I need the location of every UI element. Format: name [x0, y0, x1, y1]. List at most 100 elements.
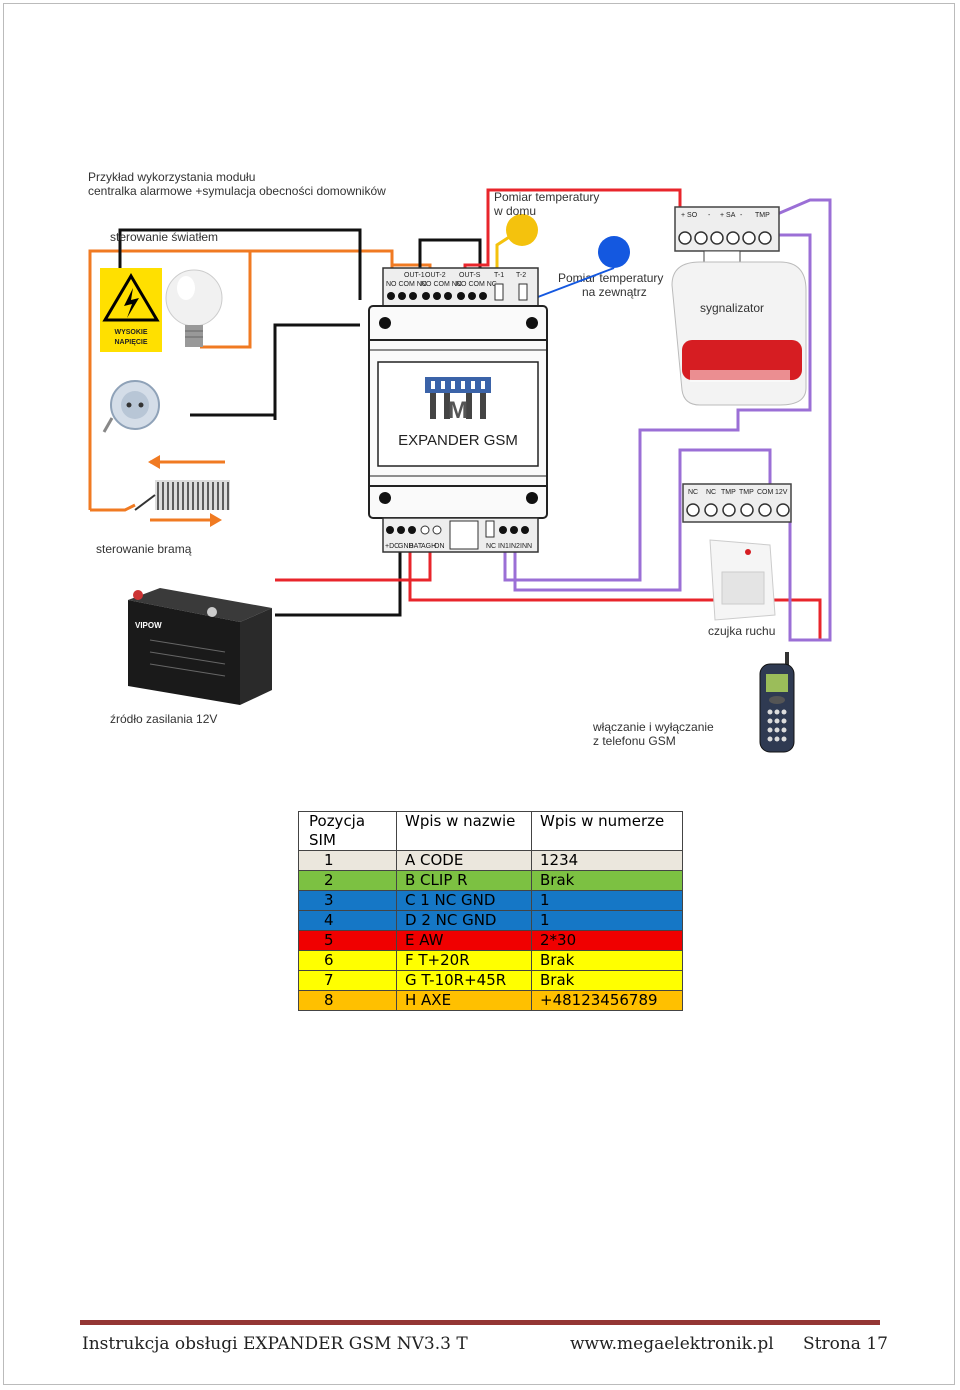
terminal-t1: T-1 — [494, 272, 504, 279]
terminal-sub-2: NO COM NC — [421, 281, 462, 288]
sensor-terminal-12v: 12V — [775, 489, 788, 496]
module-logo: M — [448, 397, 468, 424]
table-row: 7 G T-10R+45R Brak — [298, 970, 683, 991]
sensor-terminal-tmp1: TMP — [721, 489, 736, 496]
terminal-sub-3: NO COM NC — [456, 281, 497, 288]
siren-icon: + SO - + SA - TMP sygnalizator — [671, 206, 807, 406]
cell-position: 7 — [298, 970, 397, 991]
table-row: 4 D 2 NC GND 1 — [298, 910, 683, 931]
footer-page-number: Strona 17 — [803, 1334, 888, 1354]
gate-control-label: sterowanie bramą — [96, 542, 192, 556]
indoor-temperature-sensor-icon — [506, 214, 538, 246]
cell-position: 1 — [298, 850, 397, 871]
outdoor-temperature-sensor-icon — [598, 236, 630, 268]
terminal-dc: +DC — [385, 543, 399, 550]
terminal-sub-1: NO COM NC — [386, 281, 427, 288]
light-control-label: sterowanie światłem — [110, 230, 218, 244]
temp-outside-label-1: Pomiar temperatury — [558, 271, 663, 285]
purple-wires — [503, 198, 832, 642]
temp-home-label-1: Pomiar temperatury — [494, 190, 599, 204]
gsm-label-2: z telefonu GSM — [593, 734, 676, 748]
table-row: 1 A CODE 1234 — [298, 850, 683, 871]
sensor-terminal-nc1: NC — [688, 489, 698, 496]
terminal-in2: IN2 — [509, 543, 520, 550]
cell-position: 4 — [298, 910, 397, 931]
table-row: 5 E AW 2*30 — [298, 930, 683, 951]
terminal-bat: BAT — [409, 543, 423, 550]
terminal-t2: T-2 — [516, 272, 526, 279]
module-name: EXPANDER GSM — [398, 432, 518, 449]
cell-position: 6 — [298, 950, 397, 971]
temp-outside-label-2: na zewnątrz — [582, 285, 647, 299]
gate-icon — [134, 455, 230, 527]
sensor-terminal-com: COM — [757, 489, 774, 496]
cell-name: A CODE — [396, 850, 532, 871]
terminal-inn: INN — [520, 543, 532, 550]
cell-number: 2*30 — [531, 930, 683, 951]
siren-terminal-sa: + SA — [720, 212, 736, 219]
cell-position: 3 — [298, 890, 397, 911]
warning-text-2: NAPIĘCIE — [114, 339, 147, 346]
siren-terminal-minus1: - — [708, 212, 711, 219]
cell-position: 8 — [298, 990, 397, 1011]
wiring-diagram: Przykład wykorzystania modułu centralka … — [88, 170, 832, 753]
siren-terminal-so: + SO — [681, 212, 698, 219]
battery-icon: VIPOW — [128, 588, 272, 705]
cell-number: 1 — [531, 910, 683, 931]
warning-text-1: WYSOKIE — [114, 329, 147, 336]
cell-name: C 1 NC GND — [396, 890, 532, 911]
diagram-title-line1: Przykład wykorzystania modułu — [88, 170, 255, 184]
terminal-gnd: GND — [398, 543, 414, 550]
motion-sensor-label: czujka ruchu — [708, 624, 775, 638]
high-voltage-sign: WYSOKIE NAPIĘCIE — [100, 268, 162, 352]
terminal-nc: NC — [486, 543, 496, 550]
table-row: 3 C 1 NC GND 1 — [298, 890, 683, 911]
light-bulb-icon — [165, 269, 223, 347]
cell-position: 2 — [298, 870, 397, 891]
sensor-terminal-tmp2: TMP — [739, 489, 754, 496]
sim-entries-table: Pozycja SIM Wpis w nazwie Wpis w numerze… — [298, 811, 683, 1011]
terminal-on: ON — [434, 543, 445, 550]
cell-name: G T-10R+45R — [396, 970, 532, 991]
cell-name: D 2 NC GND — [396, 910, 532, 931]
footer-website-link[interactable]: www.megaelektronik.pl — [570, 1334, 774, 1354]
cell-number: Brak — [531, 870, 683, 891]
cell-position: 5 — [298, 930, 397, 951]
cell-name: B CLIP R — [396, 870, 532, 891]
cell-name: F T+20R — [396, 950, 532, 971]
cell-name: E AW — [396, 930, 532, 951]
header-name: Wpis w nazwie — [396, 811, 532, 851]
gsm-label-1: włączanie i wyłączanie — [592, 720, 714, 734]
mobile-phone-icon — [759, 652, 795, 753]
cell-number: Brak — [531, 950, 683, 971]
power-socket-icon — [102, 380, 160, 433]
siren-terminal-tmp: TMP — [755, 212, 770, 219]
table-row: 8 H AXE +48123456789 — [298, 990, 683, 1011]
header-number: Wpis w numerze — [531, 811, 683, 851]
siren-terminal-minus2: - — [740, 212, 743, 219]
footer-doc-title: Instrukcja obsługi EXPANDER GSM NV3.3 T — [82, 1334, 468, 1354]
terminal-in1: IN1 — [498, 543, 509, 550]
table-header-row: Pozycja SIM Wpis w nazwie Wpis w numerze — [298, 811, 683, 851]
diagram-title-line2: centralka alarmowe +symulacja obecności … — [88, 184, 386, 198]
battery-brand: VIPOW — [135, 621, 162, 630]
expander-gsm-module: OUT-1 OUT-2 OUT-S T-1 T-2 NO COM NC NO C… — [368, 267, 548, 553]
terminal-outs: OUT-S — [459, 272, 481, 279]
terminal-out1: OUT-1 — [404, 272, 425, 279]
header-position: Pozycja SIM — [298, 811, 397, 851]
terminal-out2: OUT-2 — [425, 272, 446, 279]
sensor-terminal-nc2: NC — [706, 489, 716, 496]
table-row: 2 B CLIP R Brak — [298, 870, 683, 891]
siren-label: sygnalizator — [700, 301, 764, 315]
page-border — [3, 3, 955, 1385]
page-footer: Instrukcja obsługi EXPANDER GSM NV3.3 T … — [80, 1320, 888, 1354]
cell-name: H AXE — [396, 990, 532, 1011]
table-row: 6 F T+20R Brak — [298, 950, 683, 971]
temp-home-label-2: w domu — [493, 204, 536, 218]
cell-number: 1 — [531, 890, 683, 911]
motion-sensor-icon: NC NC TMP TMP COM 12V czujka ruchu — [682, 483, 792, 638]
cell-number: +48123456789 — [531, 990, 683, 1011]
power-source-label: źródło zasilania 12V — [110, 712, 217, 726]
cell-number: 1234 — [531, 850, 683, 871]
terminal-agh: AGH — [421, 543, 436, 550]
